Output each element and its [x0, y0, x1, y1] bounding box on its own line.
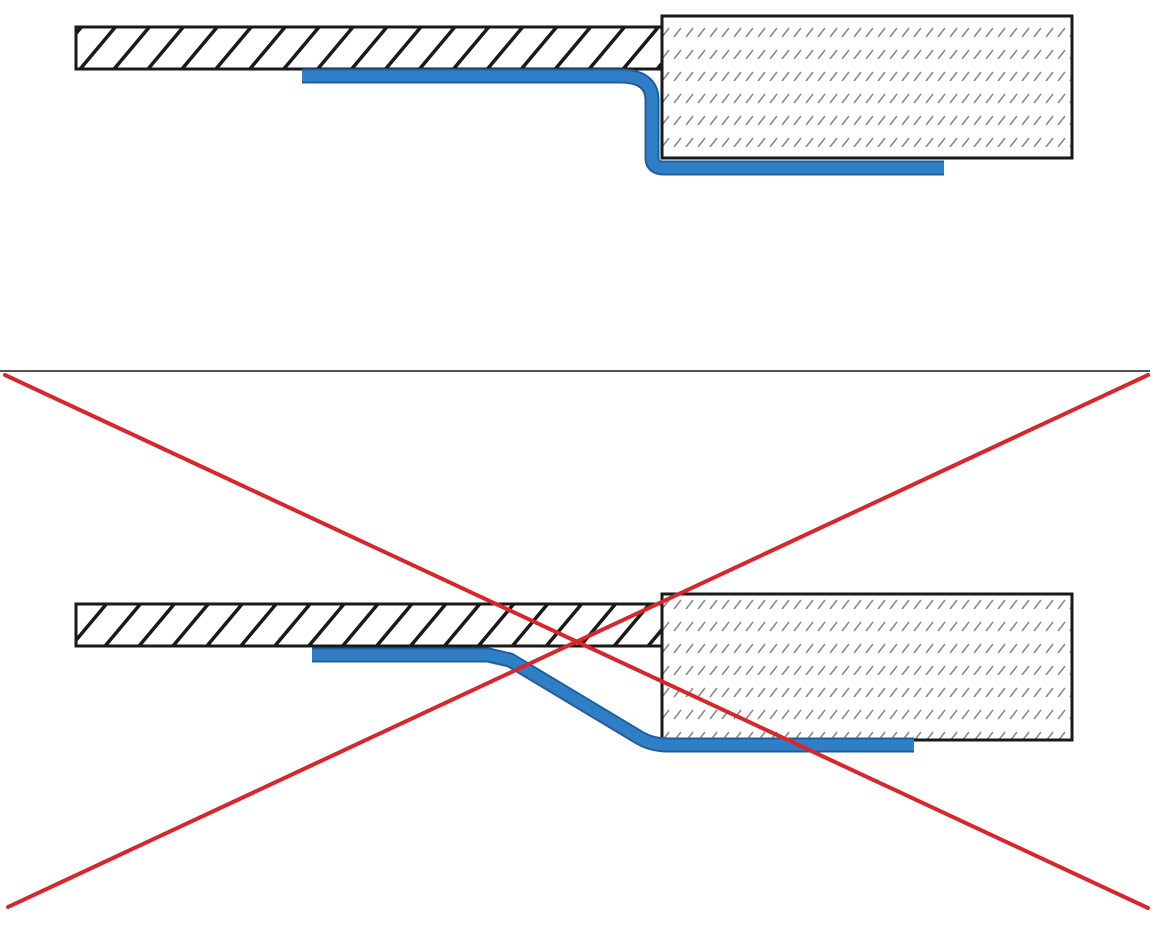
panel-correct [74, 14, 1074, 176]
hatched-bar [74, 25, 668, 71]
cross-line-2 [6, 373, 1150, 909]
hatched-block [660, 14, 1074, 160]
cross-out-mark [3, 373, 1150, 910]
blue-strip-fill [302, 70, 944, 174]
panel-incorrect [3, 373, 1150, 910]
hatched-block [660, 592, 1074, 742]
blue-strip-fill [312, 649, 914, 751]
